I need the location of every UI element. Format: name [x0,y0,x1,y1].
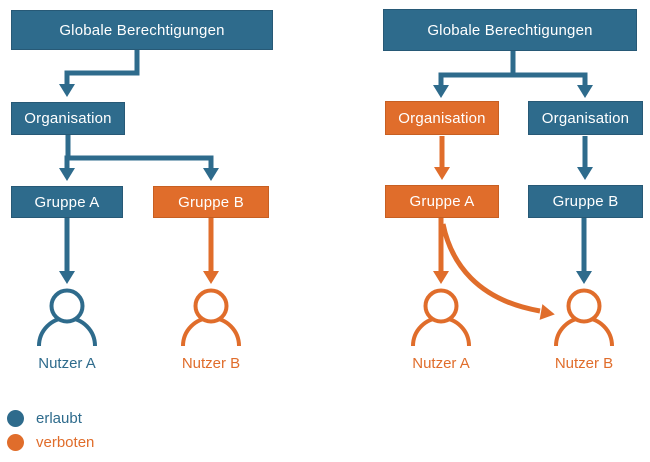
right-group-b-box: Gruppe B [528,185,643,218]
right-edge-organisation-a-group-a [434,136,450,180]
left-user-a-icon [37,288,97,347]
right-organisation-a-box: Organisation [385,101,499,135]
right-user-a-icon [411,288,471,347]
legend-forbidden-label: verboten [36,434,95,451]
right-root-label: Globale Berechtigungen [427,21,593,39]
left-user-a-label: Nutzer A [38,355,96,372]
legend: erlaubt verboten [7,410,94,451]
right-edge-group-a-user-b-curved [440,223,555,320]
right-organisation-b-box: Organisation [528,101,643,135]
legend-allowed-label: erlaubt [36,410,82,427]
right-group-b-label: Gruppe B [552,193,619,210]
right-user-b-icon [554,288,614,347]
left-root-box: Globale Berechtigungen [11,10,273,50]
right-edge-organisation-b-group-b [577,136,593,180]
left-user-b-label: Nutzer B [181,355,241,372]
left-edge-organisation-groups [59,135,219,181]
legend-item-forbidden: verboten [7,434,94,451]
right-root-box: Globale Berechtigungen [383,9,637,51]
left-organisation-box: Organisation [11,102,125,135]
right-organisation-b-label: Organisation [541,109,630,127]
right-edge-root-organisations [433,51,593,98]
left-group-a-label: Gruppe A [34,193,100,211]
right-edge-group-b-user-b [576,218,592,284]
left-group-b-label: Gruppe B [178,193,244,211]
right-group-a-label: Gruppe A [409,193,475,210]
left-root-label: Globale Berechtigungen [59,21,225,39]
left-organisation-label: Organisation [24,110,112,127]
right-user-b-label: Nutzer B [554,355,614,372]
right-user-a-label: Nutzer A [412,355,470,372]
left-edge-root-organisation [59,50,140,97]
right-organisation-a-label: Organisation [398,109,486,127]
left-edge-group-b-user-b [203,218,219,284]
allowed-dot-icon [7,410,24,427]
right-edge-group-a-user-a [433,218,449,284]
left-edge-group-a-user-a [59,218,75,284]
left-group-b-box: Gruppe B [153,186,269,218]
left-group-a-box: Gruppe A [11,186,123,218]
left-user-b-icon [181,288,241,347]
legend-item-allowed: erlaubt [7,410,94,427]
right-group-a-box: Gruppe A [385,185,499,218]
forbidden-dot-icon [7,434,24,451]
